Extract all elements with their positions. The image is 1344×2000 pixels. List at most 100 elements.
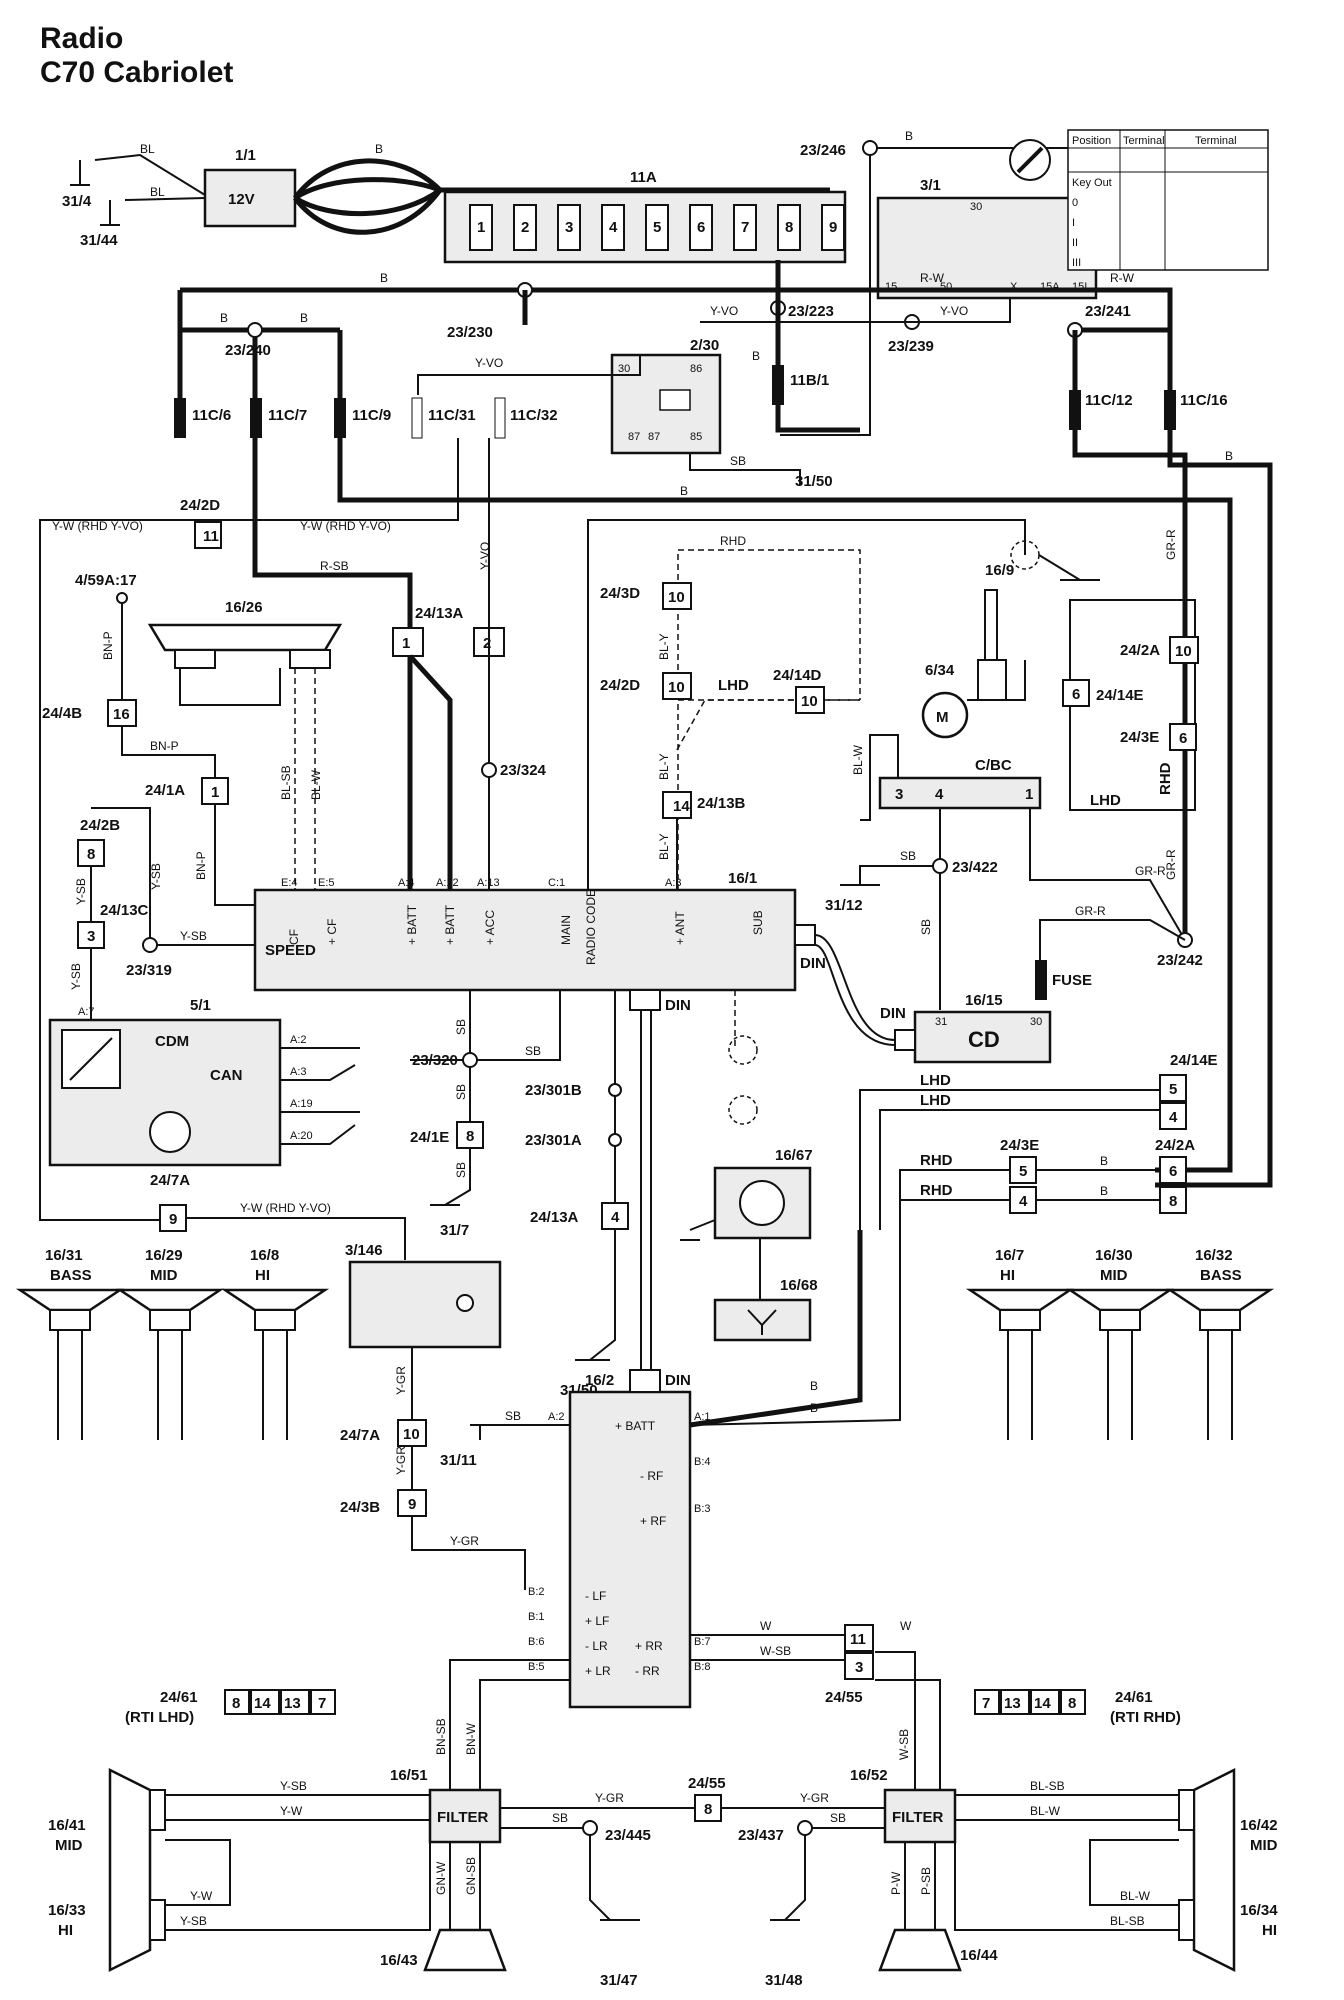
connector-24-1e: 24/1E — [410, 1129, 449, 1146]
fuse-9 — [821, 204, 845, 251]
relay-pin-85: 85 — [690, 431, 702, 443]
wire-label-blsb-34: BL-SB — [1110, 1914, 1145, 1928]
amp-label-3: - LF — [585, 1589, 606, 1603]
wire-label-yw-41: Y-W — [280, 1804, 303, 1818]
wire-label-blw-motor: BL-W — [851, 744, 865, 775]
cbc-id: C/BC — [975, 757, 1012, 774]
fuse-label-9: 9 — [829, 219, 837, 236]
pin-3b: 3 — [855, 1659, 863, 1676]
pin-11b: 11 — [850, 1631, 866, 1648]
fuse-label-4: 4 — [609, 219, 618, 236]
speaker-id: 16/29 — [145, 1247, 183, 1264]
amp-pin-3: B:3 — [694, 1503, 711, 1515]
speaker-name: HI — [1000, 1267, 1015, 1284]
battery — [203, 168, 297, 228]
wire-label-lhd-right: LHD — [1090, 792, 1121, 809]
connector-11c-16: 11C/16 — [1180, 392, 1228, 409]
pin-4c: 4 — [1019, 1193, 1028, 1210]
amp-label-4: + LF — [585, 1614, 609, 1628]
motor-label: M — [936, 709, 949, 726]
ign-pin-30: 30 — [970, 201, 982, 213]
connector-24-3e: 24/3E — [1120, 729, 1159, 746]
radio-pin-4: A:13 — [477, 877, 500, 889]
rti-r-8: 8 — [1068, 1695, 1076, 1712]
wire-label-rsb-top: R-SB — [320, 559, 349, 573]
wire-label-sb-1e: SB — [454, 1084, 468, 1100]
connector-24-2a-b: 24/2A — [1155, 1137, 1195, 1154]
wire-label-rhd-top: RHD — [720, 534, 746, 548]
wire-label-wsb-2: W-SB — [897, 1729, 911, 1760]
filter-left: 16/51 FILTER — [390, 1767, 502, 1844]
wire-label-ysb-41: Y-SB — [280, 1779, 307, 1793]
wire-label-yvo-acc: Y-VO — [478, 542, 492, 570]
amp-label-8: - RR — [635, 1664, 660, 1678]
pin-10c: 10 — [801, 693, 818, 710]
cbc-pin-1: 1 — [1025, 786, 1033, 803]
speaker-16-8: 16/8HI — [220, 1247, 330, 1440]
wire-label-blw-26: BL-W — [309, 769, 323, 800]
wire-label-b-amp1: B — [810, 1379, 818, 1393]
title-line-1: Radio — [40, 22, 124, 55]
wire-label-ygr-1: Y-GR — [394, 1366, 408, 1395]
radio-sub-label: SUB — [751, 910, 765, 935]
rti-r-14: 14 — [1034, 1695, 1051, 1712]
title-line-2: C70 Cabriolet — [40, 56, 234, 89]
antenna2-id: 16/68 — [780, 1277, 818, 1294]
wire-label-rhd-bus1: RHD — [920, 1152, 953, 1169]
amp-label-7: + RR — [635, 1639, 663, 1653]
ign-table-header-position: Position — [1072, 135, 1111, 147]
connector-24-13c: 24/13C — [100, 902, 149, 919]
wire-label-b-long1: B — [680, 484, 688, 498]
diagram-title: Radio C70 Cabriolet — [40, 22, 233, 90]
connector-24-13a: 24/13A — [415, 605, 464, 622]
battery-label: 12V — [228, 191, 255, 208]
connector-24-2b: 24/2B — [80, 817, 120, 834]
rti-l-7: 7 — [318, 1695, 326, 1712]
ignition-switch: 23/246 B 3/1 30 15 50 15A X 15I Position… — [780, 129, 1269, 436]
wire-label-sb-7: SB — [454, 1162, 468, 1178]
wire-label-bly-1: BL-Y — [657, 633, 671, 660]
pin-5: 5 — [1169, 1081, 1177, 1098]
connector-11c-7: 11C/7 — [268, 407, 307, 424]
amp-label-1: - RF — [640, 1469, 663, 1483]
ground-31-50: 31/50 — [795, 473, 833, 490]
rti-l-14: 14 — [254, 1695, 271, 1712]
speaker-id: 16/31 — [45, 1247, 83, 1264]
ground-31-47: 31/47 — [600, 1972, 638, 1989]
wire-label-bl-2: BL — [150, 185, 165, 199]
wire-label-yw-33: Y-W — [190, 1889, 213, 1903]
speaker-16-34-name: HI — [1262, 1922, 1277, 1939]
pin-9: 9 — [169, 1211, 177, 1228]
splice-23-246: 23/246 — [800, 142, 846, 159]
radio-pin-label-4: + ACC — [483, 910, 497, 945]
motor-id: 6/34 — [925, 662, 955, 679]
splice-23-301b: 23/301B — [525, 1082, 582, 1099]
pin-6: 6 — [1072, 686, 1080, 703]
wire-label-gnw-43: GN-W — [434, 1861, 448, 1895]
ground-31-4: 31/4 — [62, 193, 92, 210]
speaker-16-33-name: HI — [58, 1922, 73, 1939]
ign-pin-x: X — [1010, 281, 1018, 293]
filter-right-label: FILTER — [892, 1809, 944, 1826]
rti-l-8: 8 — [232, 1695, 240, 1712]
radio-din-2: DIN — [665, 997, 691, 1014]
radio-pin-1: E:5 — [318, 877, 335, 889]
radio-pin-label-2: + BATT — [405, 904, 419, 945]
cd-id: 16/15 — [965, 992, 1003, 1009]
ignition-id: 3/1 — [920, 177, 941, 194]
ignition-table: Position Terminal Terminal Key Out 0 I I… — [1067, 129, 1269, 271]
radio-pin-label-1: + CF — [325, 919, 339, 945]
connector-24-7a-b: 24/7A — [340, 1427, 380, 1444]
connector-24-3b: 24/3B — [340, 1499, 380, 1516]
wire-label-lhd-bus2: LHD — [920, 1092, 951, 1109]
fuse-1 — [469, 204, 493, 251]
speaker-id: 16/32 — [1195, 1247, 1233, 1264]
cd-label: CD — [968, 1027, 1000, 1052]
wire-label-b-ign: B — [905, 129, 913, 143]
rti-l-13: 13 — [284, 1695, 301, 1712]
wire-label-sb-cd: SB — [919, 919, 933, 935]
connector-24-2d-b: 24/2D — [600, 677, 640, 694]
filter-right-box — [883, 1788, 957, 1844]
speaker-16-44: 16/44 P-W P-SB — [878, 1842, 998, 1972]
